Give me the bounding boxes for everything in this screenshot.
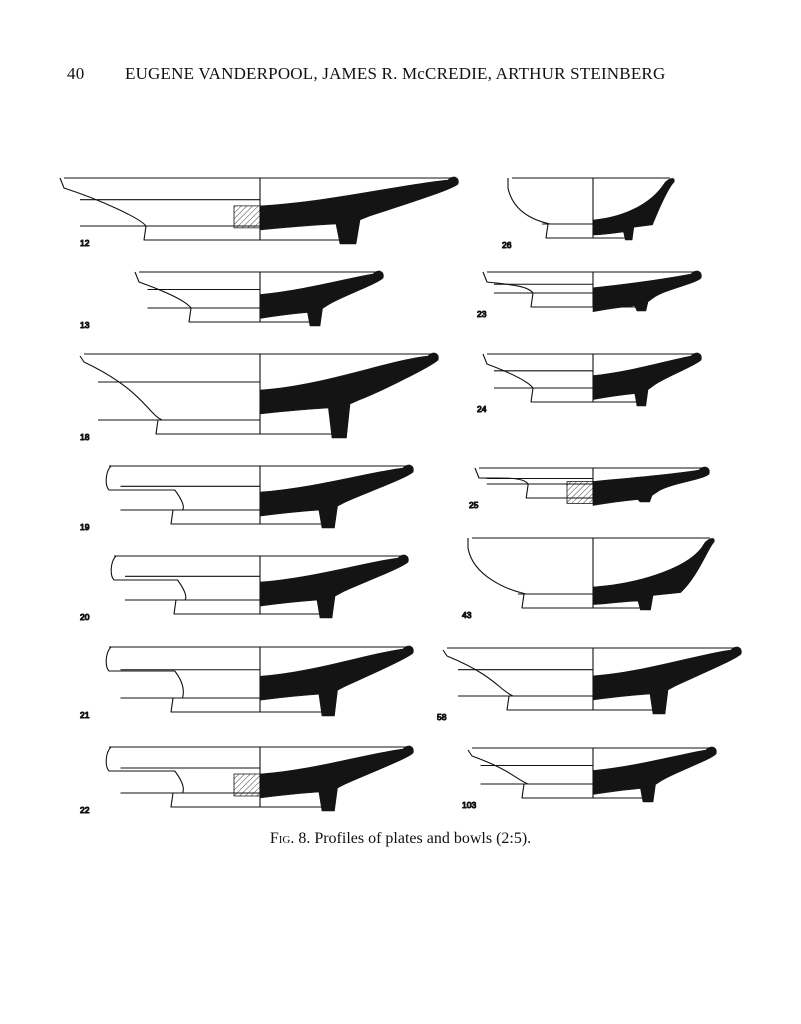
profile-section bbox=[592, 178, 675, 241]
profile-25: 25 bbox=[468, 466, 710, 511]
profile-number: 103 bbox=[462, 800, 476, 810]
profile-section bbox=[592, 646, 742, 715]
profile-section bbox=[592, 270, 702, 313]
profile-section bbox=[259, 352, 439, 439]
profile-number: 58 bbox=[437, 712, 447, 722]
profile-number: 25 bbox=[469, 500, 479, 510]
profile-outer-wall bbox=[105, 646, 184, 699]
profile-outer-wall bbox=[105, 746, 184, 794]
profile-number: 23 bbox=[477, 309, 487, 319]
profile-section bbox=[592, 746, 717, 803]
profile-18: 18 bbox=[79, 352, 439, 443]
profile-number: 13 bbox=[80, 320, 90, 330]
profile-outer-wall bbox=[134, 271, 192, 309]
profile-outer-wall bbox=[110, 555, 187, 601]
figure-caption: Fig. 8. Profiles of plates and bowls (2:… bbox=[0, 830, 801, 848]
profile-number: 22 bbox=[80, 805, 90, 815]
profile-24: 24 bbox=[476, 352, 702, 415]
profile-hatched-restoration bbox=[233, 205, 261, 229]
figure-caption-text: Profiles of plates and bowls (2:5). bbox=[314, 830, 532, 847]
profile-23: 23 bbox=[476, 270, 702, 320]
figure-label: Fig. 8. bbox=[269, 830, 311, 847]
profile-103: 103 bbox=[461, 746, 717, 811]
profile-outer-wall bbox=[105, 465, 184, 511]
page-number: 40 bbox=[67, 64, 85, 83]
profile-12: 12 bbox=[59, 176, 459, 249]
profile-number: 24 bbox=[477, 404, 487, 414]
profile-section bbox=[259, 745, 414, 812]
profile-22: 22 bbox=[79, 745, 414, 816]
profile-outer-wall bbox=[507, 178, 551, 225]
profile-hatched-restoration bbox=[566, 481, 594, 504]
running-head-authors: EUGENE VANDERPOOL, JAMES R. McCREDIE, AR… bbox=[125, 64, 666, 83]
profile-number: 43 bbox=[462, 610, 472, 620]
profile-26: 26 bbox=[501, 177, 675, 251]
profile-outer-wall bbox=[59, 177, 147, 227]
profile-section bbox=[259, 464, 414, 529]
profile-outer-wall bbox=[467, 749, 529, 785]
profile-outer-wall bbox=[482, 353, 534, 389]
profile-number: 20 bbox=[80, 612, 90, 622]
profile-outer-wall bbox=[442, 649, 514, 697]
profile-13: 13 bbox=[79, 270, 384, 331]
profile-20: 20 bbox=[79, 554, 409, 623]
profile-section bbox=[259, 270, 384, 327]
profile-section bbox=[592, 466, 710, 506]
profile-outer-wall bbox=[474, 467, 529, 485]
profile-43: 43 bbox=[461, 537, 715, 621]
profile-section bbox=[592, 538, 715, 611]
profile-58: 58 bbox=[436, 646, 742, 723]
profile-outer-wall bbox=[79, 355, 163, 421]
profile-outer-wall bbox=[467, 538, 527, 595]
profile-number: 19 bbox=[80, 522, 90, 532]
profile-number: 21 bbox=[80, 710, 90, 720]
profile-hatched-restoration bbox=[233, 773, 261, 797]
profile-section bbox=[259, 176, 459, 245]
profile-19: 19 bbox=[79, 464, 414, 533]
profile-section bbox=[259, 554, 409, 619]
profile-21: 21 bbox=[79, 645, 414, 721]
profile-number: 26 bbox=[502, 240, 512, 250]
profile-number: 12 bbox=[80, 238, 90, 248]
profile-section bbox=[592, 352, 702, 407]
profile-outer-wall bbox=[482, 271, 534, 294]
profile-number: 18 bbox=[80, 432, 90, 442]
profile-section bbox=[259, 645, 414, 717]
